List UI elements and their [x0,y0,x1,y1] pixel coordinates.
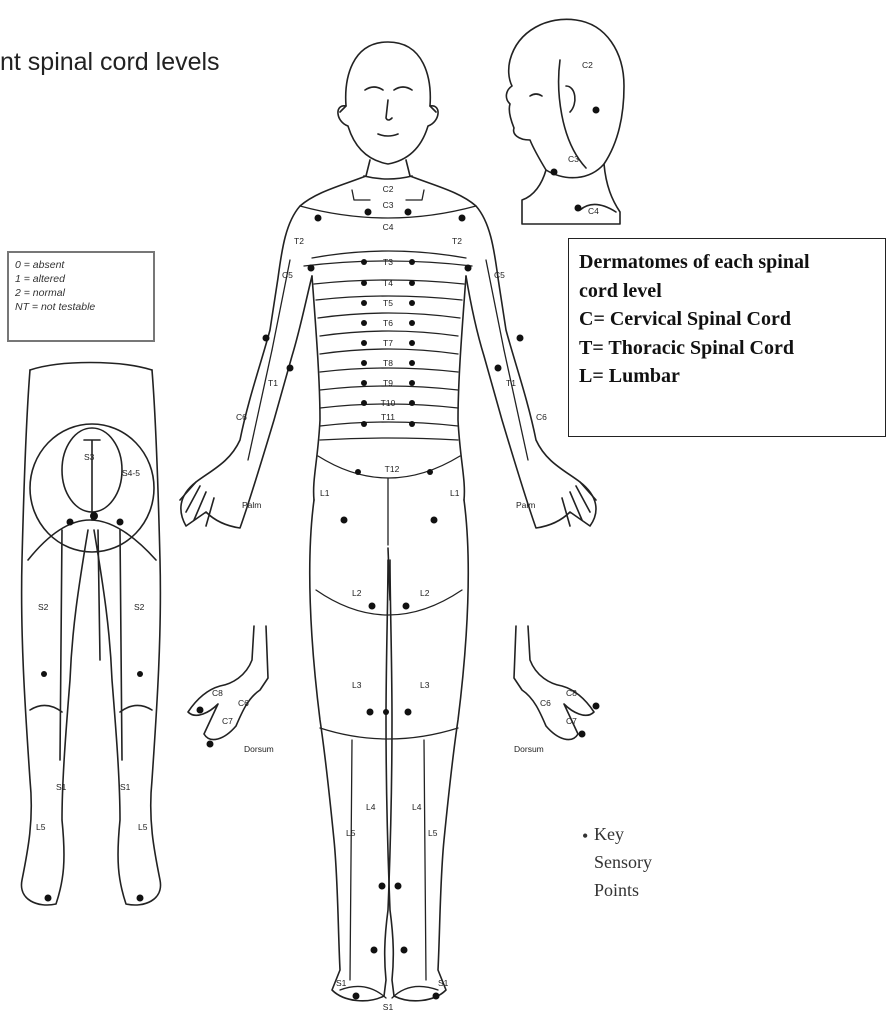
label-c8-dorsum-right: C8 [566,688,577,698]
label-s1-left: S1 [336,978,347,988]
label-l2-left: L2 [352,588,362,598]
label-t2-right: T2 [452,236,462,246]
label-s1-back-right: S1 [120,782,131,792]
label-c4-side: C4 [588,206,599,216]
label-t11: T11 [381,412,395,422]
label-c6-dorsum-left: C6 [238,698,249,708]
label-l2-right: L2 [420,588,430,598]
key-sensory-word: Sensory [594,848,652,876]
label-l1-left: L1 [320,488,330,498]
label-t3: T3 [383,257,393,267]
label-l1-right: L1 [450,488,460,498]
label-c6-right: C6 [536,412,547,422]
label-t7: T7 [383,338,393,348]
label-c2-side: C2 [582,60,593,70]
label-t1-right: T1 [506,378,516,388]
info-line-lumbar: L= Lumbar [579,362,885,391]
label-s1-back-left: S1 [56,782,67,792]
label-s1-right: S1 [438,978,449,988]
info-line-thoracic: T= Thoracic Spinal Cord [579,334,885,363]
info-line-heading-1: Dermatomes of each spinal [579,248,885,277]
label-l5-back-left: L5 [36,822,46,832]
label-c5-right: C5 [494,270,505,280]
label-l5-right: L5 [428,828,438,838]
label-l4-left: L4 [366,802,376,812]
label-palm-left: Palm [242,500,261,510]
label-c6-left: C6 [236,412,247,422]
label-l4-right: L4 [412,802,422,812]
legend-item-normal: 2 = normal [15,286,147,300]
key-word: Key [594,820,652,848]
side-head-outline [506,19,624,224]
label-dorsum-left: Dorsum [244,744,274,754]
label-s3-back: S3 [84,452,95,462]
label-c2-front: C2 [383,184,394,194]
label-t9: T9 [383,378,393,388]
label-s2-back-right: S2 [134,602,145,612]
key-sensory-points-legend: • Key Sensory Points [594,820,652,904]
label-t8: T8 [383,358,393,368]
key-points-word: Points [594,876,652,904]
label-t5: T5 [383,298,393,308]
label-s45-back: S4-5 [122,468,140,478]
label-dorsum-right: Dorsum [514,744,544,754]
label-t2-left: T2 [294,236,304,246]
label-l3-left: L3 [352,680,362,690]
label-l3-right: L3 [420,680,430,690]
label-t1-left: T1 [268,378,278,388]
grading-legend: 0 = absent 1 = altered 2 = normal NT = n… [7,251,155,342]
legend-item-altered: 1 = altered [15,272,147,286]
label-l5-left: L5 [346,828,356,838]
label-t10: T10 [381,398,396,408]
legend-item-not-testable: NT = not testable [15,300,147,314]
label-c5-left: C5 [282,270,293,280]
label-s1-bottom: S1 [383,1002,394,1012]
label-c3-side: C3 [568,154,579,164]
label-s2-back-left: S2 [38,602,49,612]
label-t6: T6 [383,318,393,328]
label-c6-dorsum-right: C6 [540,698,551,708]
label-c7-dorsum-left: C7 [222,716,233,726]
legend-item-absent: 0 = absent [15,258,147,272]
label-c4-front: C4 [383,222,394,232]
info-line-heading-2: cord level [579,277,885,306]
label-c8-dorsum-left: C8 [212,688,223,698]
label-l5-back-right: L5 [138,822,148,832]
info-line-cervical: C= Cervical Spinal Cord [579,305,885,334]
key-sensory-points [41,107,600,1000]
label-c7-dorsum-right: C7 [566,716,577,726]
label-t4: T4 [383,278,393,288]
label-t12: T12 [385,464,400,474]
key-bullet-icon: • [582,822,588,850]
label-palm-right: Palm [516,500,535,510]
label-c3-front: C3 [383,200,394,210]
dermatome-info-box: Dermatomes of each spinal cord level C= … [568,238,886,437]
